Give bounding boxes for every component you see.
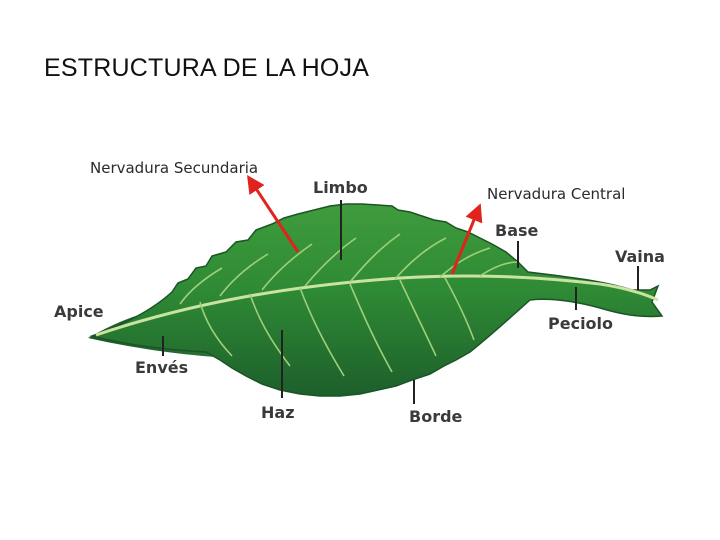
central-vein bbox=[95, 274, 659, 337]
arrow-nervadura-secundaria bbox=[247, 174, 300, 253]
label-enves: Envés bbox=[135, 358, 188, 377]
secondary-veins bbox=[179, 233, 519, 377]
page-title: ESTRUCTURA DE LA HOJA bbox=[44, 54, 370, 82]
leaf-blade bbox=[89, 203, 664, 397]
label-base: Base bbox=[495, 221, 539, 240]
leader-lines bbox=[162, 200, 639, 404]
label-peciolo: Peciolo bbox=[548, 314, 613, 333]
label-nervadura-secundaria: Nervadura Secundaria bbox=[90, 159, 258, 177]
label-limbo: Limbo bbox=[313, 178, 368, 197]
label-nervadura-central: Nervadura Central bbox=[487, 185, 625, 203]
arrow-nervadura-central bbox=[450, 203, 483, 275]
label-apice: Apice bbox=[54, 302, 104, 321]
label-haz: Haz bbox=[261, 403, 295, 422]
label-borde: Borde bbox=[409, 407, 463, 426]
label-vaina: Vaina bbox=[615, 247, 665, 266]
